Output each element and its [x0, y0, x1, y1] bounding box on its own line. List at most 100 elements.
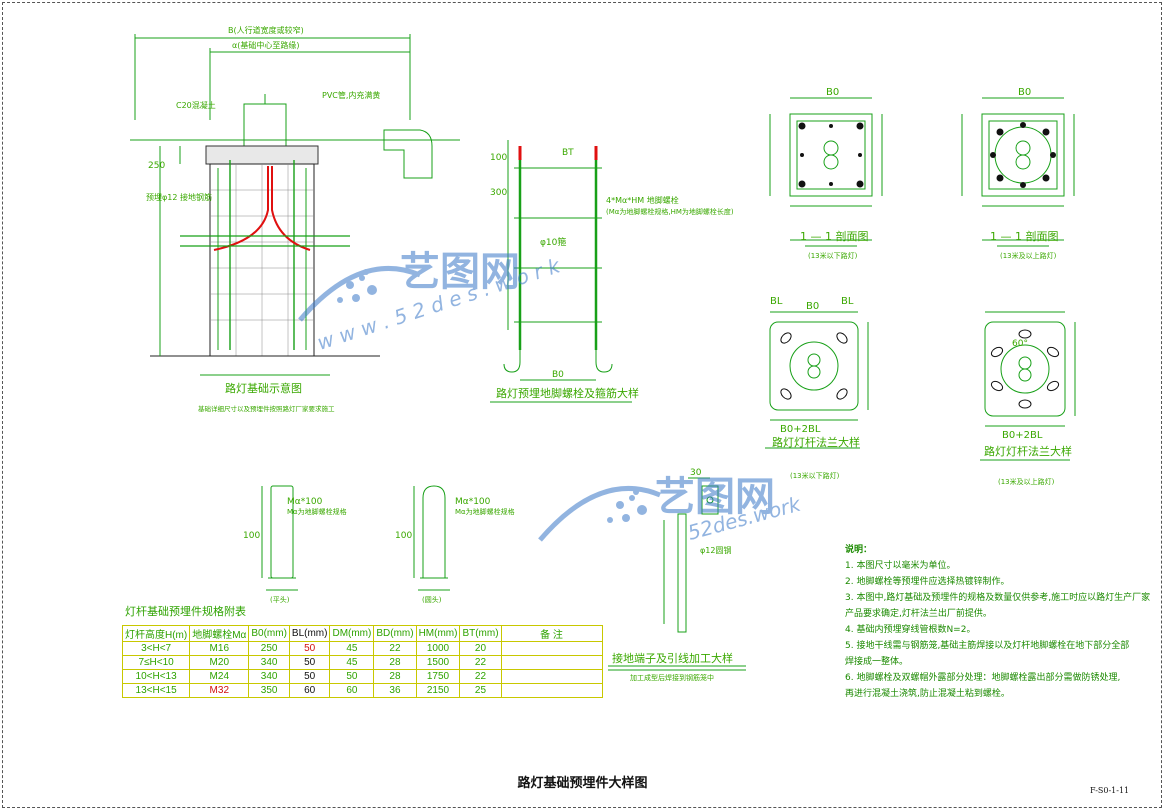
- label-b0-cage: B0: [552, 370, 564, 380]
- ground-terminal: [608, 477, 746, 671]
- label-bt: BT: [562, 148, 574, 158]
- note-line: 6. 地脚螺栓及双螺帽外露部分处理：地脚螺栓露出部分需做防锈处理,: [845, 673, 1121, 683]
- bolt-round-head: [413, 485, 450, 591]
- spec-cell: 3<H<7: [121, 641, 191, 656]
- spec-cell: 250: [248, 641, 290, 656]
- label-bl-l: BL: [770, 296, 783, 307]
- spec-cell: 1750: [415, 669, 461, 684]
- label-phi12-t: φ12圆钢: [700, 545, 731, 555]
- label-ma-note-flat: Mα为地脚螺栓规格: [287, 507, 347, 516]
- bolt-flat-head: [261, 485, 298, 591]
- label-a: α(基础中心至路缘): [232, 40, 300, 50]
- label-m4: 4*Mα*HM 地脚螺栓: [606, 195, 679, 205]
- label-bl-r: BL: [841, 296, 854, 307]
- spec-header-cell: 备 注: [500, 625, 603, 642]
- spec-header-cell: B0(mm): [248, 625, 290, 642]
- label-phi10: φ10箍: [540, 236, 566, 248]
- spec-table-row: 7≤H<10 M20 340 50 45 28 1500 22: [121, 655, 603, 670]
- spec-cell: 1000: [415, 641, 461, 656]
- spec-cell: M20: [189, 655, 250, 670]
- caption-ground-terminal: 接地端子及引线加工大样: [612, 651, 733, 665]
- spec-cell: 50: [288, 669, 331, 684]
- spec-cell: 7≤H<10: [121, 655, 191, 670]
- note-line: 产品要求确定,灯杆法兰出厂前提供。: [845, 609, 992, 619]
- spec-cell: 25: [459, 683, 502, 698]
- watermark-brand-1: 艺图网: [400, 249, 520, 295]
- label-round-cap: (圆头): [422, 595, 442, 604]
- spec-cell: 28: [373, 655, 417, 670]
- label-c20: C20混凝土: [176, 100, 216, 110]
- spec-cell: 340: [248, 655, 290, 670]
- label-b0-2bl-l: B0+2BL: [780, 424, 821, 435]
- label-ma100-flat: Mα*100: [287, 497, 323, 507]
- spec-cell: 13<H<15: [121, 683, 191, 698]
- note-line: 1. 本图尺寸以毫米为单位。: [845, 561, 956, 571]
- label-ma-note-round: Mα为地脚螺栓规格: [455, 507, 515, 516]
- spec-cell: 22: [373, 641, 417, 656]
- label-b0-flange-l: B0: [806, 301, 819, 312]
- bolt-cage: [490, 140, 632, 403]
- spec-cell: 50: [288, 655, 331, 670]
- section-1-1-right: [961, 97, 1075, 247]
- caption-foundation-sub: 基础详细尺寸以及预埋件按照路灯厂家要求施工: [198, 404, 335, 413]
- spec-table-row: 3<H<7 M16 250 50 45 22 1000 20: [121, 641, 603, 656]
- label-m4-note: (Mα为地脚螺栓规格,HM为地脚螺栓长度): [606, 207, 734, 216]
- spec-cell: [500, 669, 603, 684]
- spec-cell: 45: [329, 655, 375, 670]
- caption-ground-terminal-sub: 加工成型后焊接到钢筋笼中: [630, 673, 714, 682]
- spec-cell: 2150: [415, 683, 461, 698]
- spec-cell: [500, 683, 603, 698]
- label-100-round: 100: [395, 531, 412, 541]
- spec-cell: 50: [329, 669, 375, 684]
- design-notes: 说明： 1. 本图尺寸以毫米为单位。 2. 地脚螺栓等预埋件应选择热镀锌制作。 …: [845, 542, 1151, 702]
- spec-cell: 28: [373, 669, 417, 684]
- foundation-section: [130, 34, 460, 376]
- label-pvc: PVC管,内充满黄: [322, 90, 380, 100]
- caption-section-right-sub: (13米及以上路灯): [1000, 251, 1057, 260]
- label-b0-sec-r: B0: [1018, 87, 1031, 98]
- spec-table-row: 13<H<15 M32 350 60 60 36 2150 25: [121, 683, 603, 698]
- label-250: 250: [148, 161, 165, 171]
- spec-cell: 340: [248, 669, 290, 684]
- label-b: B(人行道宽度或较窄): [228, 25, 304, 35]
- flange-right: [980, 311, 1076, 461]
- note-line: 焊接成一整体。: [845, 657, 909, 667]
- note-line: 再进行混凝土浇筑,防止混凝土粘到螺栓。: [845, 689, 1010, 699]
- label-phi12: 预埋φ12 接地钢筋: [146, 192, 212, 202]
- caption-section-right: 1 — 1 剖面图: [990, 229, 1059, 243]
- label-flat-cap: (平头): [270, 595, 290, 604]
- note-line: 3. 本图中,路灯基础及预埋件的规格及数量仅供参考,施工时应以路灯生产厂家: [845, 593, 1151, 603]
- label-100-flat: 100: [243, 531, 260, 541]
- note-line: 4. 基础内预埋穿线管根数N=2。: [845, 625, 976, 635]
- spec-cell: 1500: [415, 655, 461, 670]
- label-b0-sec-l: B0: [826, 87, 839, 98]
- drawing-code: F-S0-1-11: [1090, 786, 1130, 795]
- spec-cell: M16: [189, 641, 250, 656]
- spec-table-caption: 灯杆基础预埋件规格附表: [125, 605, 246, 618]
- spec-cell: 60: [329, 683, 375, 698]
- caption-bolt-cage: 路灯预埋地脚螺栓及箍筋大样: [496, 386, 639, 400]
- spec-cell: M32: [189, 683, 250, 698]
- spec-header-cell: 灯杆高度H(m): [121, 625, 191, 642]
- spec-cell: 60: [288, 683, 331, 698]
- watermark-brand-2: 艺图网: [655, 474, 775, 520]
- label-b0-2bl-r: B0+2BL: [1002, 430, 1043, 441]
- spec-header-cell: 地脚螺栓Mα: [189, 625, 250, 642]
- label-300: 300: [490, 188, 507, 198]
- flange-left: [765, 311, 869, 449]
- caption-foundation: 路灯基础示意图: [225, 381, 302, 395]
- spec-cell: [500, 641, 603, 656]
- spec-cell: 22: [459, 669, 502, 684]
- section-1-1-left: [769, 97, 883, 247]
- spec-header-cell: DM(mm): [329, 625, 375, 642]
- spec-cell: 45: [329, 641, 375, 656]
- label-60deg: 60°: [1012, 339, 1028, 349]
- caption-flange-right: 路灯灯杆法兰大样: [984, 444, 1072, 458]
- caption-flange-left: 路灯灯杆法兰大样: [772, 435, 860, 449]
- spec-table-header: 灯杆高度H(m) 地脚螺栓Mα B0(mm) BL(mm) DM(mm) BD(…: [121, 625, 603, 642]
- caption-section-left-sub: (13米以下路灯): [808, 251, 858, 260]
- spec-cell: 22: [459, 655, 502, 670]
